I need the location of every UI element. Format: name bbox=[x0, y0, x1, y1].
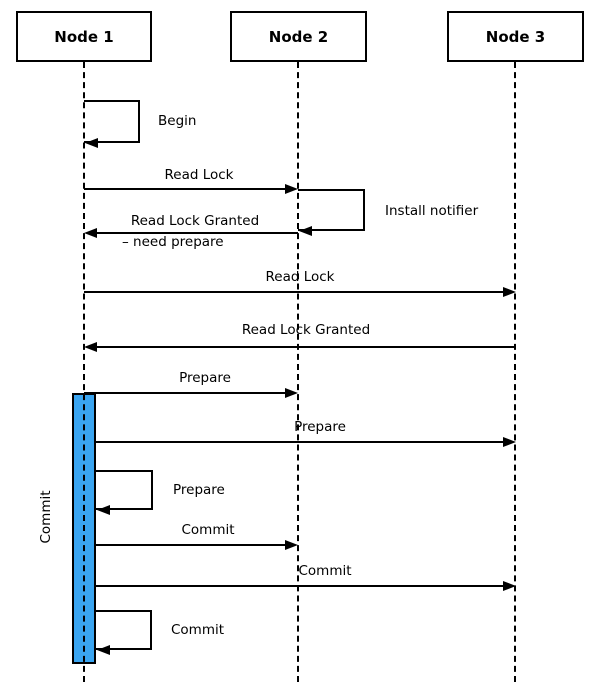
message-commit-n2-label: Commit bbox=[181, 522, 235, 538]
lifeline-node2 bbox=[297, 62, 299, 682]
actor-node1: Node 1 bbox=[16, 11, 152, 62]
lifeline-node1 bbox=[83, 62, 85, 682]
message-begin-loop bbox=[84, 100, 140, 143]
arrowhead-right-icon bbox=[285, 184, 298, 194]
message-commit-self-label: Commit bbox=[171, 622, 225, 638]
message-prepare-n3-label: Prepare bbox=[294, 419, 346, 435]
arrowhead-left-icon bbox=[85, 138, 98, 148]
message-read-lock-n3-label: Read Lock bbox=[265, 269, 335, 285]
message-install-notifier-label: Install notifier bbox=[385, 203, 479, 219]
arrowhead-right-icon bbox=[503, 581, 516, 591]
arrowhead-left-icon bbox=[84, 342, 97, 352]
message-read-lock-granted-need-prepare-line bbox=[90, 232, 298, 234]
message-begin-label: Begin bbox=[158, 113, 197, 129]
arrowhead-right-icon bbox=[285, 540, 298, 550]
message-install-notifier-loop bbox=[298, 189, 365, 231]
message-commit-self-loop bbox=[96, 610, 152, 650]
actor-node1-label: Node 1 bbox=[54, 27, 114, 46]
message-read-lock-n2-label: Read Lock bbox=[164, 167, 234, 183]
actor-node3-label: Node 3 bbox=[485, 27, 546, 46]
message-read-lock-granted-label: Read Lock Granted bbox=[241, 322, 371, 338]
message-prepare-self-loop bbox=[96, 470, 153, 510]
arrowhead-right-icon bbox=[285, 388, 298, 398]
message-prepare-self-label: Prepare bbox=[173, 482, 225, 498]
lifeline-node3 bbox=[514, 62, 516, 682]
arrowhead-left-icon bbox=[84, 228, 97, 238]
message-read-lock-n3-line bbox=[84, 291, 510, 293]
activation-bar-label: Commit bbox=[38, 490, 54, 544]
message-prepare-n3-line bbox=[96, 441, 510, 443]
actor-node2-label: Node 2 bbox=[268, 27, 329, 46]
message-read-lock-granted-line bbox=[90, 346, 516, 348]
arrowhead-left-icon bbox=[97, 505, 110, 515]
actor-node2: Node 2 bbox=[230, 11, 367, 62]
message-commit-n3-label: Commit bbox=[298, 563, 352, 579]
arrowhead-left-icon bbox=[97, 645, 110, 655]
message-commit-n3-line bbox=[96, 585, 510, 587]
message-prepare-n2-line bbox=[84, 392, 292, 394]
arrowhead-right-icon bbox=[503, 437, 516, 447]
message-prepare-n2-label: Prepare bbox=[179, 370, 231, 386]
message-read-lock-granted-need-prepare-label: Read Lock Granted bbox=[130, 213, 260, 229]
arrowhead-left-icon bbox=[299, 226, 312, 236]
arrowhead-right-icon bbox=[503, 287, 516, 297]
message-read-lock-granted-need-prepare-label2: – need prepare bbox=[122, 234, 224, 250]
message-commit-n2-line bbox=[96, 544, 292, 546]
actor-node3: Node 3 bbox=[447, 11, 584, 62]
message-read-lock-n2-line bbox=[84, 188, 292, 190]
